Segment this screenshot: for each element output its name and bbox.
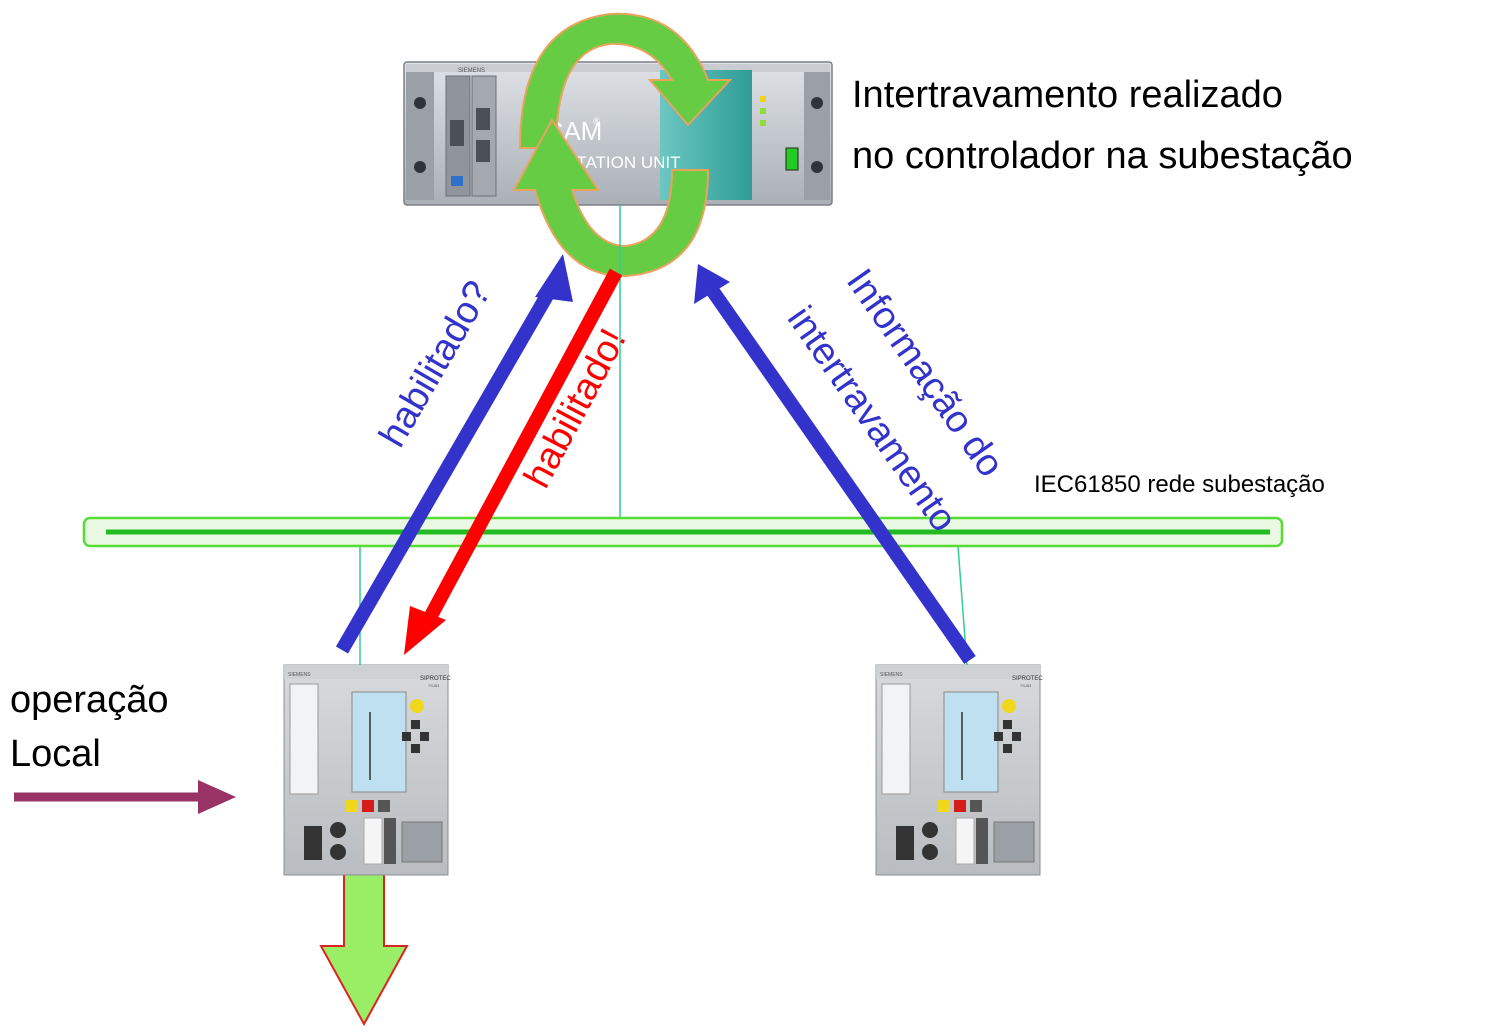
bay-relay-left — [283, 664, 449, 876]
controller-trademark-label: ® — [593, 116, 600, 126]
controller-description-line2: no controlador na subestação — [852, 135, 1353, 177]
relay-left-model-sub: 7SJ63 — [428, 683, 440, 688]
request-label: habilitado? — [371, 274, 499, 454]
controller-device — [403, 61, 833, 206]
iec61850-network-bus — [82, 516, 1284, 548]
local-operation-arrow — [14, 780, 236, 814]
relay-left-model: SIPROTEC — [420, 676, 451, 682]
request-arrow — [335, 254, 573, 654]
network-label: IEC61850 rede subestação — [1034, 471, 1325, 498]
local-operation-line2: Local — [10, 733, 101, 775]
local-operation-line1: operação — [10, 679, 168, 721]
relay-left-brand: SIEMENS — [288, 672, 311, 678]
controller-unit-label: STATION UNIT — [565, 153, 681, 172]
controller-description-line1: Intertravamento realizado — [852, 74, 1283, 116]
interlocking-cycle-arrows — [512, 12, 733, 278]
controller-brand-label: SIEMENS — [458, 68, 485, 74]
interlocking-info-arrow — [694, 264, 976, 665]
relay-right-brand: SIEMENS — [880, 672, 903, 678]
relay-right-model-sub: 7SJ63 — [1020, 683, 1032, 688]
bay-relay-right — [875, 664, 1041, 876]
relay-right-model: SIPROTEC — [1012, 676, 1043, 682]
reply-arrow — [404, 268, 623, 655]
